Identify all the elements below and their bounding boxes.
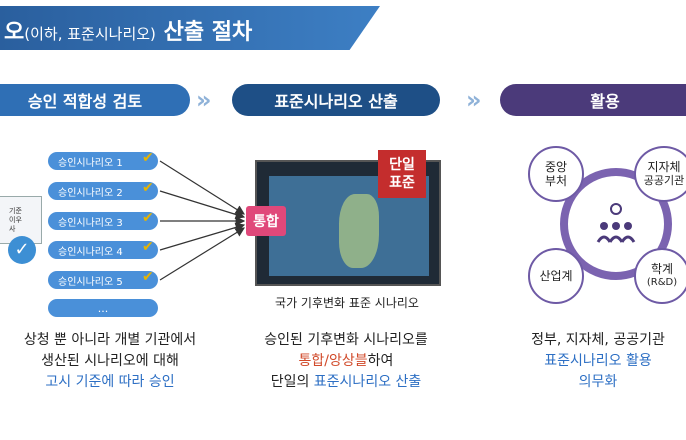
scenario-item: 승인시나리오 4 bbox=[48, 241, 158, 259]
usage-academia: 학계(R&D) bbox=[634, 248, 686, 304]
scenario-item: 승인시나리오 3 bbox=[48, 212, 158, 230]
scenario-label: 승인시나리오 3 bbox=[58, 217, 123, 229]
doc-line: 기준 bbox=[9, 207, 22, 215]
checkmark-icon: ✔ bbox=[142, 239, 154, 255]
step-approval-label: 승인 적합성 검토 bbox=[27, 92, 143, 111]
usage-label: 중앙 bbox=[544, 160, 568, 174]
chevron-right-icon: » bbox=[466, 86, 482, 114]
desc-line: 의무화 bbox=[578, 374, 618, 390]
peninsula-shape bbox=[339, 194, 379, 268]
step-standard-label: 표준시나리오 산출 bbox=[274, 92, 398, 111]
checkmark-icon: ✔ bbox=[142, 150, 154, 166]
usage-label: (R&D) bbox=[646, 277, 678, 288]
scenario-item: 승인시나리오 1 bbox=[48, 152, 158, 170]
single-standard-badge: 단일 표준 bbox=[378, 150, 426, 198]
doc-line: 사 bbox=[9, 225, 16, 233]
korea-map-screen bbox=[255, 160, 441, 286]
desc-line: 상청 뿐 아니라 개별 기관에서 bbox=[23, 332, 197, 348]
desc-text: 단일의 bbox=[270, 374, 314, 390]
checkmark-icon: ✔ bbox=[142, 180, 154, 196]
step-usage-label: 활용 bbox=[590, 92, 620, 111]
desc-emphasis: 표준시나리오 산출 bbox=[313, 374, 422, 390]
map-view bbox=[269, 176, 429, 276]
desc-standard: 승인된 기후변화 시나리오를 통합/앙상블하여 단일의 표준시나리오 산출 bbox=[236, 330, 456, 393]
arrow-line bbox=[159, 190, 246, 220]
badge-line: 표준 bbox=[389, 175, 415, 191]
people-idea-icon bbox=[590, 200, 642, 246]
scenario-item: 승인시나리오 5 bbox=[48, 271, 158, 289]
merge-label: 통합 bbox=[246, 206, 286, 236]
scenario-item: 승인시나리오 2 bbox=[48, 182, 158, 200]
scenario-label: 승인시나리오 2 bbox=[58, 187, 123, 199]
desc-usage: 정부, 지자체, 공공기관 표준시나리오 활용 의무화 bbox=[510, 330, 686, 393]
scenario-label: 승인시나리오 1 bbox=[58, 157, 123, 169]
desc-emphasis: 통합/앙상블 bbox=[298, 353, 368, 369]
usage-label: 공공기관 bbox=[643, 174, 685, 187]
title-banner: 오(이하, 표준시나리오) 산출 절차 bbox=[0, 6, 380, 50]
usage-label: 부처 bbox=[544, 174, 568, 188]
checkmark-icon: ✔ bbox=[142, 269, 154, 285]
desc-approval: 상청 뿐 아니라 개별 기관에서 생산된 시나리오에 대해 고시 기준에 따라 … bbox=[0, 330, 220, 393]
title-tail: 산출 절차 bbox=[163, 20, 253, 45]
checkmark-icon: ✔ bbox=[142, 210, 154, 226]
chevron-right-icon: » bbox=[196, 86, 212, 114]
page-title: 오(이하, 표준시나리오) 산출 절차 bbox=[4, 14, 252, 46]
desc-line: 생산된 시나리오에 대해 bbox=[41, 353, 179, 369]
step-standard: 표준시나리오 산출 bbox=[232, 84, 440, 116]
desc-line: 고시 기준에 따라 승인 bbox=[45, 374, 175, 390]
scenario-label: 승인시나리오 4 bbox=[58, 246, 123, 258]
scenario-label: 승인시나리오 5 bbox=[58, 276, 123, 288]
title-sub: (이하, 표준시나리오) bbox=[24, 25, 156, 43]
usage-label: 학계 bbox=[650, 262, 674, 276]
map-caption: 국가 기후변화 표준 시나리오 bbox=[275, 296, 419, 310]
usage-label: 산업계 bbox=[539, 269, 573, 283]
usage-ring bbox=[560, 168, 672, 280]
arrow-line bbox=[159, 160, 246, 215]
step-approval: 승인 적합성 검토 bbox=[0, 84, 190, 116]
usage-industry: 산업계 bbox=[528, 248, 584, 304]
usage-label: 지자체 bbox=[647, 160, 681, 174]
doc-line: 이우 bbox=[9, 216, 22, 224]
desc-line: 표준시나리오 활용 bbox=[544, 353, 652, 369]
desc-line: 승인된 기후변화 시나리오를 bbox=[264, 332, 428, 348]
desc-line: 정부, 지자체, 공공기관 bbox=[531, 332, 665, 348]
check-icon: ✓ bbox=[8, 236, 36, 264]
title-main: 오 bbox=[4, 20, 25, 45]
badge-line: 단일 bbox=[389, 157, 415, 173]
more-scenarios: ... bbox=[48, 299, 158, 317]
desc-text: 하여 bbox=[367, 353, 394, 369]
arrow-line bbox=[159, 222, 246, 251]
arrow-line bbox=[159, 227, 246, 281]
step-usage: 활용 bbox=[500, 84, 686, 116]
